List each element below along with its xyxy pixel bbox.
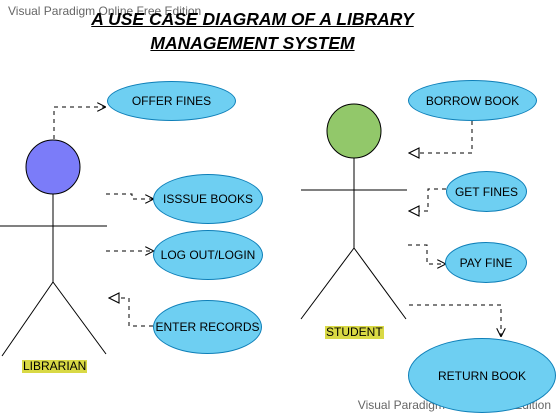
diagram-title-line1: A USE CASE DIAGRAM OF A LIBRARY — [91, 9, 414, 29]
use-case-enter-records[interactable]: ENTER RECORDS — [153, 300, 262, 354]
use-case-issue-books[interactable]: ISSSUE BOOKS — [153, 174, 263, 224]
student-actor — [300, 103, 407, 320]
librarian-right-leg — [52, 281, 107, 355]
use-case-logout-login[interactable]: LOG OUT/LOGIN — [153, 230, 263, 280]
student-label: STUDENT — [325, 325, 384, 339]
use-case-pay-fine[interactable]: PAY FINE — [445, 242, 527, 283]
connector-enter-records — [109, 298, 153, 327]
librarian-actor — [0, 139, 107, 357]
librarian-head — [25, 139, 81, 195]
use-case-offer-fines[interactable]: OFFER FINES — [107, 81, 236, 121]
connector-return-book — [409, 304, 501, 336]
student-right-leg — [353, 247, 407, 320]
use-case-borrow-book[interactable]: BORROW BOOK — [408, 80, 537, 121]
diagram-title-line2: MANAGEMENT SYSTEM — [150, 33, 355, 53]
connector-get-fines — [409, 188, 446, 211]
use-case-get-fines[interactable]: GET FINES — [446, 171, 527, 212]
librarian-label: LIBRARIAN — [22, 359, 88, 373]
connector-pay-fine — [408, 244, 445, 264]
student-left-leg — [300, 247, 355, 320]
connector-offer-fines — [53, 107, 105, 139]
librarian-left-leg — [1, 281, 54, 357]
student-head — [326, 103, 382, 159]
use-case-return-book[interactable]: RETURN BOOK — [408, 338, 556, 413]
connector-issue-books — [106, 193, 153, 199]
connector-borrow-book — [409, 121, 473, 153]
watermark-top: Visual Paradigm Online Free Edition — [8, 4, 202, 18]
